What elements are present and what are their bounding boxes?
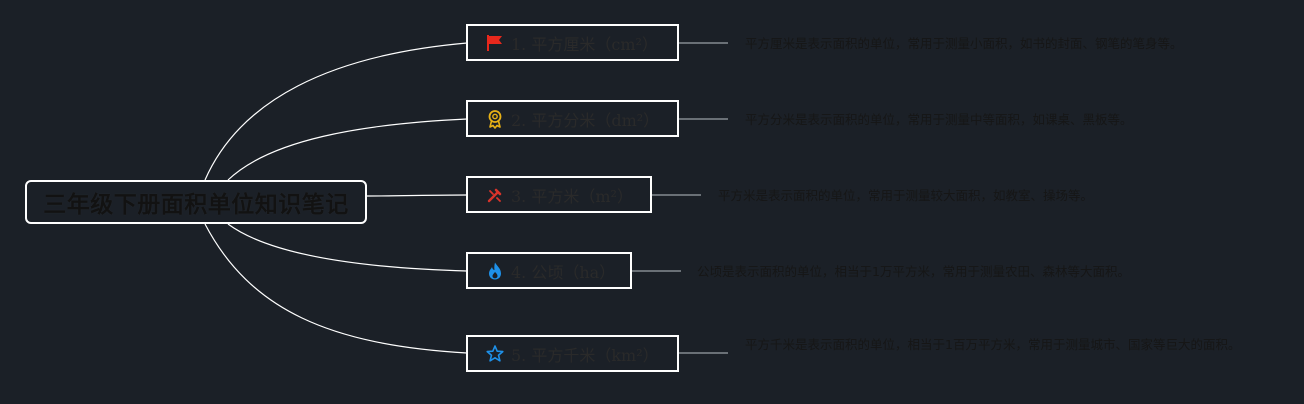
branch-node-2[interactable]: 2. 平方分米（dm²） bbox=[466, 100, 679, 137]
branch-label-4: 4. 公顷（ha） bbox=[511, 262, 616, 282]
branch-description-3: 平方米是表示面积的单位，常用于测量较大面积，如教室、操场等。 bbox=[718, 188, 1094, 203]
branch-node-3[interactable]: 3. 平方米（m²） bbox=[466, 176, 652, 213]
root-topic[interactable]: 三年级下册面积单位知识笔记 bbox=[25, 180, 367, 224]
red-flag-icon bbox=[485, 33, 505, 53]
branch-curve-3 bbox=[366, 194, 468, 197]
root-title: 三年级下册面积单位知识笔记 bbox=[43, 192, 349, 218]
branch-label-1: 1. 平方厘米（cm²） bbox=[511, 34, 658, 54]
branch-node-4[interactable]: 4. 公顷（ha） bbox=[466, 252, 632, 289]
fire-icon bbox=[485, 261, 505, 281]
branch-description-4: 公顷是表示面积的单位，相当于1万平方米，常用于测量农田、森林等大面积。 bbox=[697, 264, 1130, 279]
branch-description-1: 平方厘米是表示面积的单位，常用于测量小面积，如书的封面、钢笔的笔身等。 bbox=[745, 36, 1183, 51]
branch-curve-5 bbox=[204, 223, 468, 354]
branch-label-2: 2. 平方分米（dm²） bbox=[511, 110, 660, 130]
branch-curve-2 bbox=[227, 118, 468, 181]
award-medal-icon bbox=[485, 109, 505, 129]
branch-label-5: 5. 平方千米（km²） bbox=[511, 345, 659, 365]
tools-icon bbox=[485, 185, 505, 205]
branch-node-1[interactable]: 1. 平方厘米（cm²） bbox=[466, 24, 679, 61]
branch-description-5: 平方千米是表示面积的单位，相当于1百万平方米，常用于测量城市、国家等巨大的面积。 bbox=[745, 337, 1241, 352]
branch-node-5[interactable]: 5. 平方千米（km²） bbox=[466, 335, 679, 372]
branch-description-2: 平方分米是表示面积的单位，常用于测量中等面积，如课桌、黑板等。 bbox=[745, 112, 1133, 127]
branch-label-3: 3. 平方米（m²） bbox=[511, 186, 633, 206]
branch-curve-4 bbox=[227, 223, 468, 272]
star-icon bbox=[485, 344, 505, 364]
branch-curve-1 bbox=[204, 42, 468, 181]
